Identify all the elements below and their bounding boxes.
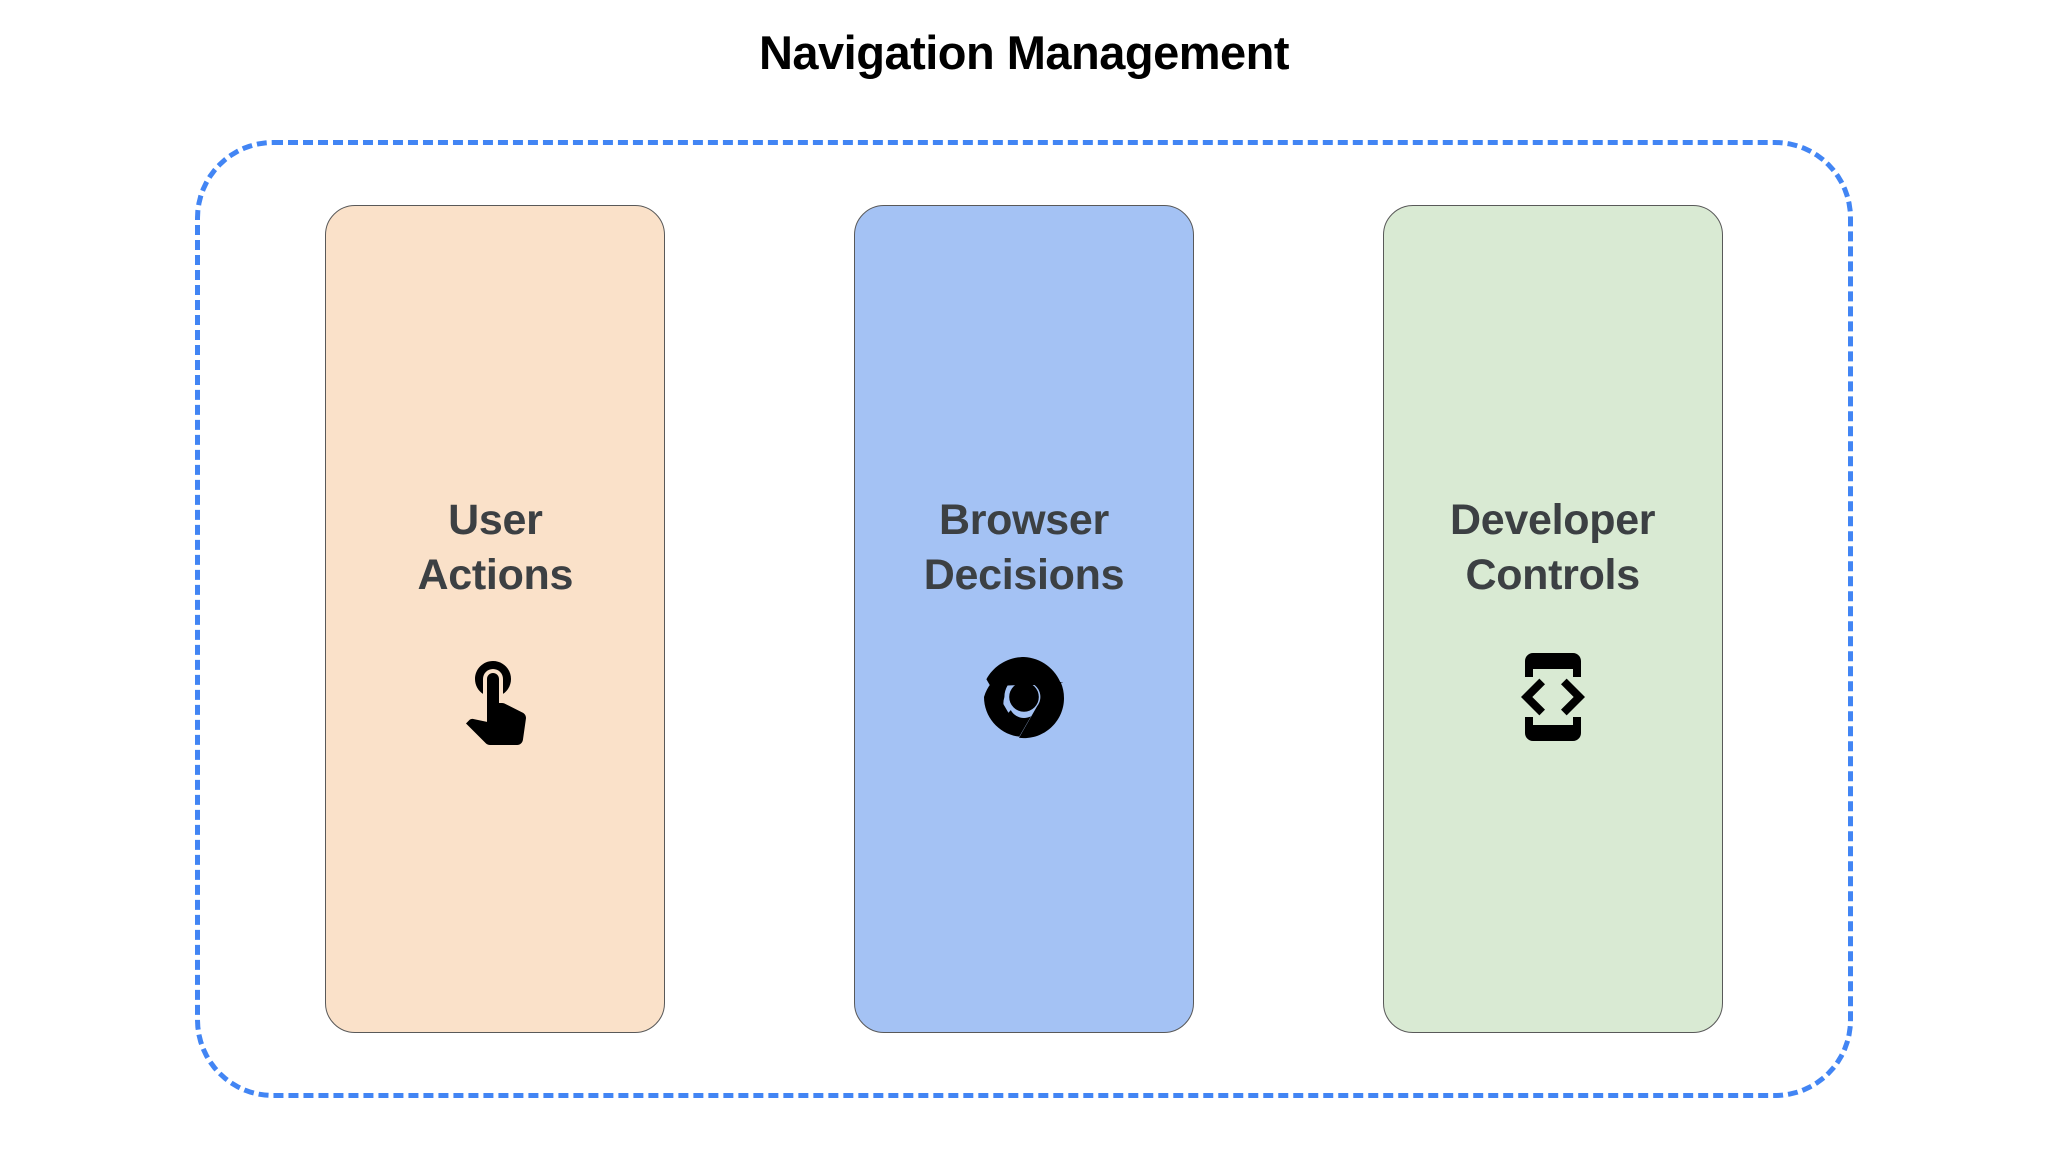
card-content: Browser Decisions <box>855 493 1193 745</box>
chrome-logo-icon <box>976 649 1072 745</box>
card-title-developer-controls: Developer Controls <box>1450 495 1656 599</box>
card-content: Developer Controls <box>1384 493 1722 745</box>
touch-app-icon <box>447 649 543 746</box>
card-title-browser-decisions: Browser Decisions <box>923 495 1125 599</box>
navigation-management-group-frame <box>195 140 1853 1098</box>
card-content: User Actions <box>326 493 664 746</box>
card-user-actions[interactable]: User Actions <box>325 205 666 1033</box>
developer-mode-icon <box>1505 649 1601 745</box>
card-title-user-actions: User Actions <box>417 495 574 599</box>
cards-row: User Actions Browser Decisions <box>195 140 1853 1098</box>
page-title: Navigation Management <box>758 26 1290 79</box>
card-developer-controls[interactable]: Developer Controls <box>1382 205 1723 1033</box>
card-browser-decisions[interactable]: Browser Decisions <box>853 205 1194 1033</box>
